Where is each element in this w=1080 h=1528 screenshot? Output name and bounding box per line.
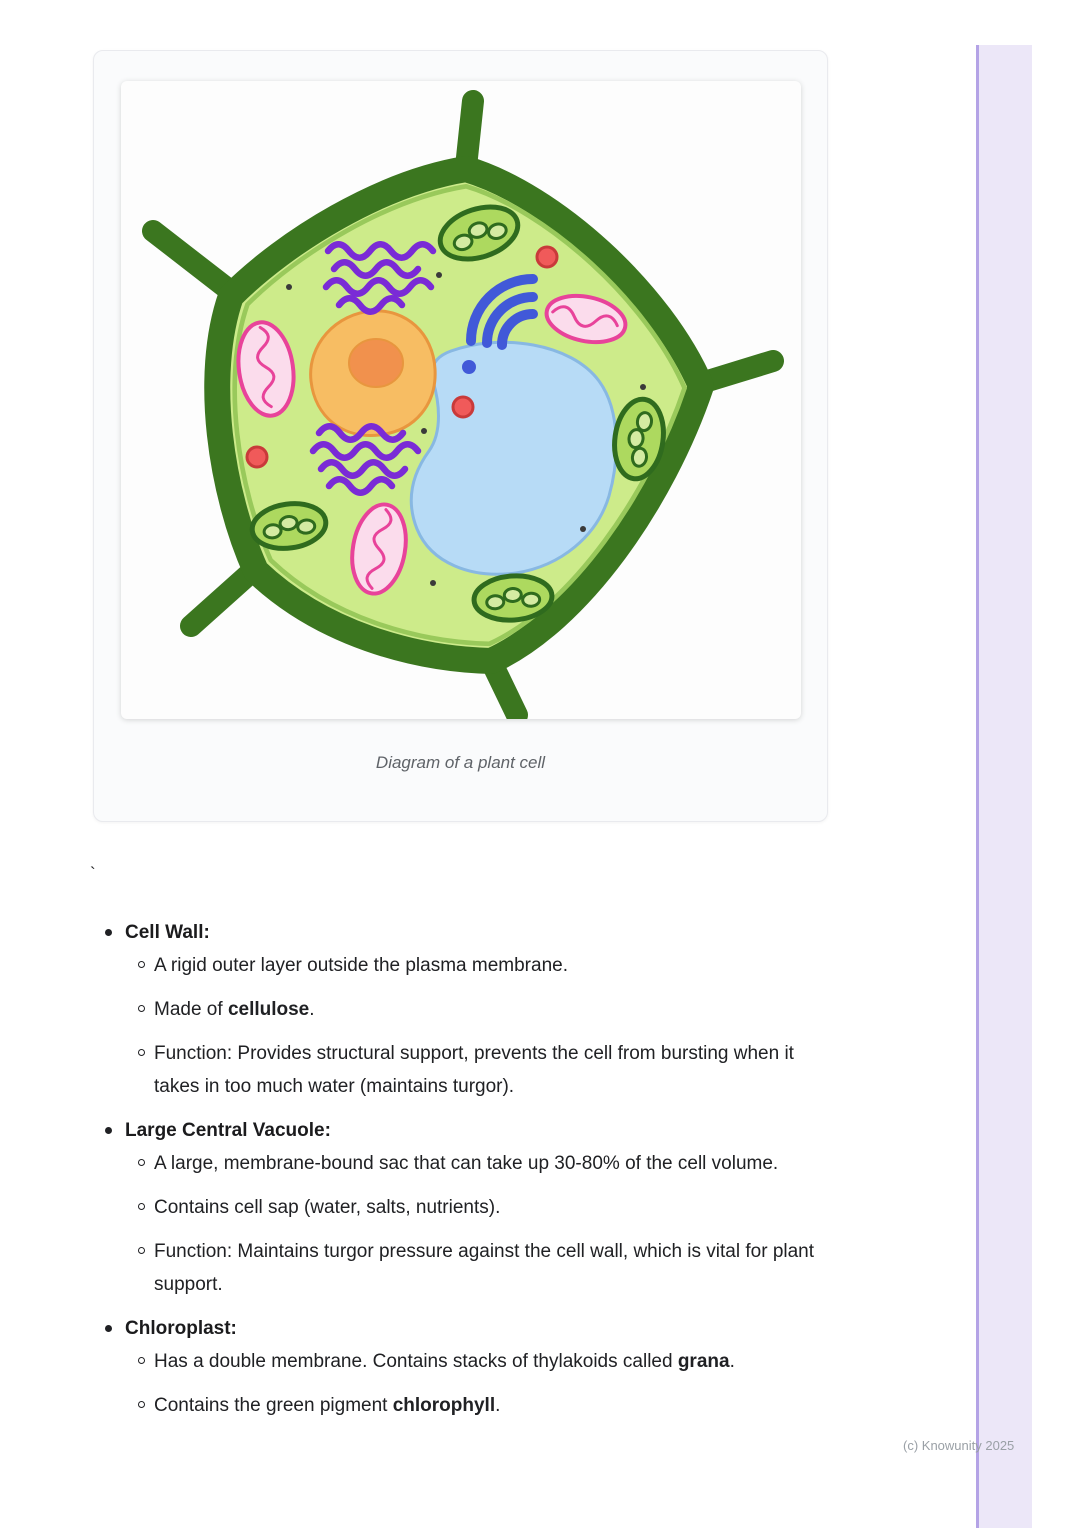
figure-card: Diagram of a plant cell <box>93 50 828 822</box>
note-item-text: Function: Provides structural support, p… <box>154 1043 794 1097</box>
note-item: Function: Provides structural support, p… <box>138 1037 857 1103</box>
bullet-circle-icon <box>138 1357 145 1364</box>
ribosome-dot <box>640 384 646 390</box>
chloroplast-bottom <box>471 573 555 623</box>
section-title: Cell Wall: <box>125 922 210 943</box>
section-heading: Large Central Vacuole: <box>97 1114 857 1147</box>
chloroplast-right <box>612 396 666 482</box>
note-item-text: Function: Maintains turgor pressure agai… <box>154 1241 815 1295</box>
plant-cell-illustration <box>142 90 784 719</box>
stray-backtick-text: ` <box>90 864 96 883</box>
cell-wall-spike-top <box>455 90 484 178</box>
note-item-text: Contains the green pigment chlorophyll. <box>154 1395 501 1416</box>
endoplasmic-reticulum-upper <box>322 241 437 315</box>
bullet-circle-icon <box>138 1005 145 1012</box>
cell-wall-spike-left <box>142 220 244 304</box>
bullet-circle-icon <box>138 1247 145 1254</box>
section-title: Large Central Vacuole: <box>125 1120 331 1141</box>
note-item-text: A large, membrane-bound sac that can tak… <box>154 1153 779 1174</box>
mitochondrion-left <box>236 320 296 418</box>
bullet-circle-icon <box>138 1049 145 1056</box>
ribosome-dot <box>430 580 436 586</box>
bullet-circle-icon <box>138 1401 145 1408</box>
notes-list: Cell Wall: A rigid outer layer outside t… <box>97 916 857 1433</box>
section-title: Chloroplast: <box>125 1318 237 1339</box>
note-item: Has a double membrane. Contains stacks o… <box>138 1345 857 1378</box>
section-heading: Cell Wall: <box>97 916 857 949</box>
note-item: Function: Maintains turgor pressure agai… <box>138 1235 857 1301</box>
figure-caption: Diagram of a plant cell <box>375 753 546 772</box>
bullet-disc-icon <box>105 1127 112 1134</box>
mitochondrion-bottom <box>350 502 408 596</box>
bullet-circle-icon <box>138 1203 145 1210</box>
chloroplast-bottom-left <box>249 501 329 551</box>
bullet-circle-icon <box>138 961 145 968</box>
bullet-disc-icon <box>105 1325 112 1332</box>
note-item: A rigid outer layer outside the plasma m… <box>138 949 857 982</box>
bullet-disc-icon <box>105 929 112 936</box>
note-item-text: Made of cellulose. <box>154 999 315 1020</box>
note-item-text: Contains cell sap (water, salts, nutrien… <box>154 1197 501 1218</box>
note-item: A large, membrane-bound sac that can tak… <box>138 1147 857 1180</box>
note-section-vacuole: Large Central Vacuole: A large, membrane… <box>97 1114 857 1301</box>
figure-image[interactable] <box>121 81 801 719</box>
ribosome-dot <box>286 284 292 290</box>
bullet-circle-icon <box>138 1159 145 1166</box>
vesicle <box>245 445 269 469</box>
note-section-chloroplast: Chloroplast: Has a double membrane. Cont… <box>97 1312 857 1422</box>
nucleolus <box>348 338 404 388</box>
ribosome-dot <box>436 272 442 278</box>
mitochondrion-top-right <box>544 293 628 345</box>
watermark: (c) Knowunity 2025 <box>903 1438 1015 1453</box>
note-item: Made of cellulose. <box>138 993 857 1026</box>
ribosome-dot <box>580 526 586 532</box>
scrollbar[interactable] <box>976 45 1032 1528</box>
note-item-text: A rigid outer layer outside the plasma m… <box>154 955 568 976</box>
plasma-membrane <box>232 183 688 647</box>
note-item-text: Has a double membrane. Contains stacks o… <box>154 1351 735 1372</box>
endoplasmic-reticulum-lower <box>309 423 422 496</box>
note-item: Contains the green pigment chlorophyll. <box>138 1389 857 1422</box>
note-item: Contains cell sap (water, salts, nutrien… <box>138 1191 857 1224</box>
section-heading: Chloroplast: <box>97 1312 857 1345</box>
vesicle <box>535 245 559 269</box>
golgi-apparatus <box>462 274 538 374</box>
vesicle <box>451 395 475 419</box>
nucleus <box>309 309 437 437</box>
chloroplast-top <box>437 204 521 262</box>
ribosome-dot <box>421 428 427 434</box>
golgi-vesicle <box>462 360 476 374</box>
note-section-cell-wall: Cell Wall: A rigid outer layer outside t… <box>97 916 857 1103</box>
